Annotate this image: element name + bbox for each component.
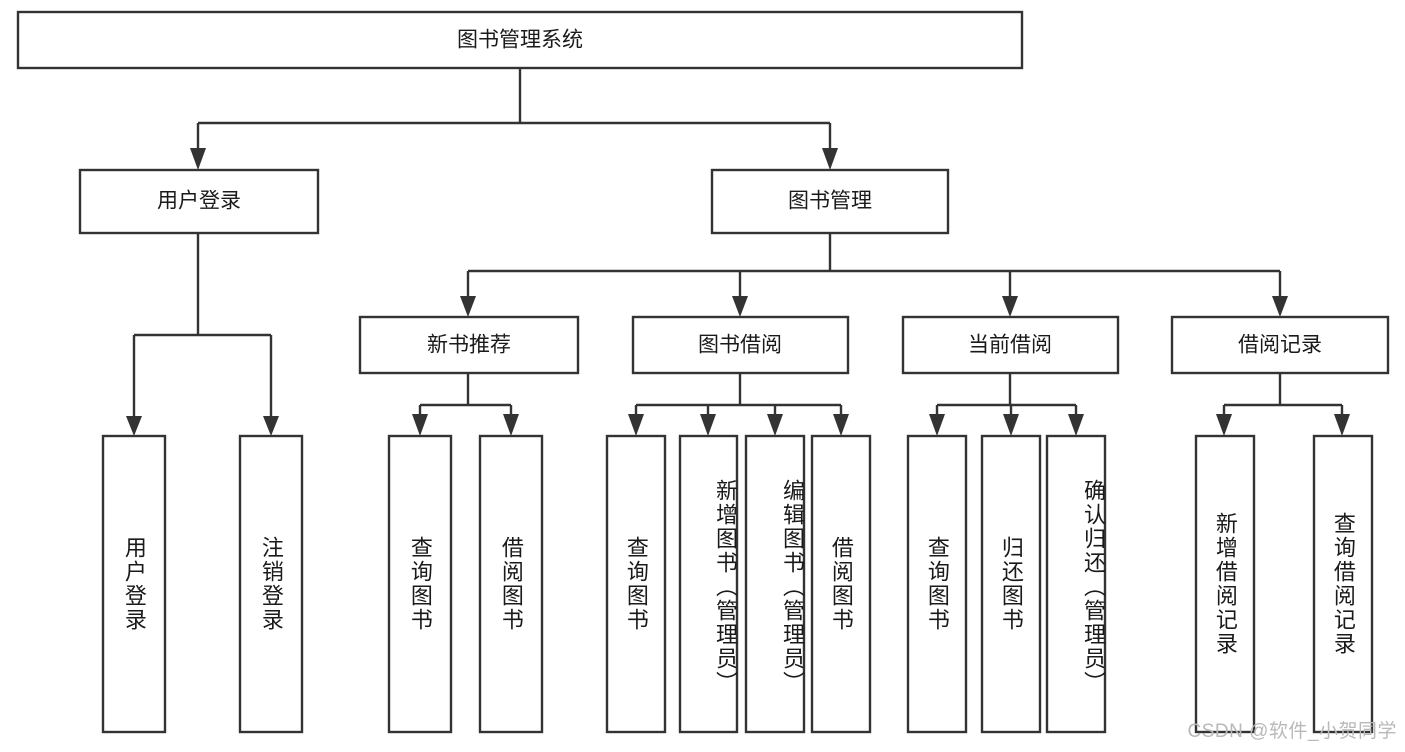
node-leaf-borrow-book-1-label: 借阅图书 <box>498 536 524 632</box>
arrow-head-leaf-borrow-book-1 <box>503 414 519 436</box>
node-new-book-recommend-label: 新书推荐 <box>427 334 511 357</box>
node-leaf-user-login-box[interactable] <box>101 434 167 734</box>
arrow-head-leaf-add-record <box>1216 414 1232 436</box>
node-borrow-record[interactable]: 借阅记录 <box>1170 315 1390 375</box>
connector-group-borrow-record <box>1216 373 1350 436</box>
node-borrow-record-label: 借阅记录 <box>1238 334 1322 357</box>
arrow-head-leaf-query-book-3 <box>929 414 945 436</box>
connector-group-new-book-recommend <box>412 373 519 436</box>
node-book-borrow-label: 图书借阅 <box>698 334 782 357</box>
node-leaf-query-book-1-label: 查询图书 <box>407 536 433 632</box>
node-leaf-edit-book-box[interactable] <box>744 434 806 734</box>
node-current-borrow-box[interactable] <box>901 315 1120 375</box>
node-book-manage[interactable]: 图书管理 <box>710 168 950 235</box>
arrow-head-leaf-edit-book <box>767 414 783 436</box>
node-book-borrow-box[interactable] <box>631 315 850 375</box>
node-leaf-user-logout-label: 注销登录 <box>258 536 284 632</box>
arrow-head-leaf-user-logout <box>263 416 279 436</box>
arrow-head-user-login <box>190 148 206 170</box>
node-leaf-add-book-label: 新增图书（管理员） <box>713 479 738 695</box>
node-user-login[interactable]: 用户登录 <box>78 168 320 235</box>
node-leaf-add-record-label: 新增借阅记录 <box>1212 512 1238 656</box>
node-new-book-recommend[interactable]: 新书推荐 <box>358 315 580 375</box>
node-root-label: 图书管理系统 <box>457 29 583 52</box>
arrow-head-leaf-return-book <box>1003 414 1019 436</box>
node-leaf-query-book-3-box[interactable] <box>906 434 968 734</box>
arrow-head-leaf-query-record <box>1334 414 1350 436</box>
node-root[interactable]: 图书管理系统 <box>16 10 1024 70</box>
node-book-manage-box[interactable] <box>710 168 950 235</box>
node-user-login-label: 用户登录 <box>157 190 241 213</box>
connector-group-book-borrow <box>628 373 849 436</box>
arrow-head-borrow-record <box>1272 296 1288 317</box>
node-leaf-confirm-return-label: 确认归还（管理员） <box>1081 479 1106 695</box>
node-leaf-borrow-book-2-label: 借阅图书 <box>828 536 854 632</box>
arrow-head-leaf-user-login <box>126 416 142 436</box>
arrow-head-current-borrow <box>1002 296 1018 317</box>
node-leaf-return-book-box[interactable] <box>980 434 1042 734</box>
node-leaf-add-book-box[interactable] <box>678 434 739 734</box>
node-leaf-borrow-book-2-box[interactable] <box>810 434 872 734</box>
node-root-box[interactable] <box>16 10 1024 70</box>
arrow-head-leaf-confirm-return <box>1068 414 1084 436</box>
node-leaf-borrow-book-1-box[interactable] <box>478 434 544 734</box>
arrow-head-book-manage <box>822 148 838 170</box>
arrow-head-book-borrow <box>732 296 748 317</box>
node-leaf-query-book-1-box[interactable] <box>387 434 453 734</box>
node-borrow-record-box[interactable] <box>1170 315 1390 375</box>
node-leaf-add-record-box[interactable] <box>1194 434 1256 734</box>
node-leaf-query-record-box[interactable] <box>1312 434 1374 734</box>
connector-group-book-manage <box>460 233 1288 317</box>
connector-group-current-borrow <box>929 373 1084 436</box>
node-leaf-return-book-label: 归还图书 <box>998 536 1024 632</box>
node-current-borrow-label: 当前借阅 <box>968 334 1052 357</box>
connector-group-user-login <box>126 233 279 436</box>
node-user-login-box[interactable] <box>78 168 320 235</box>
csdn-watermark: CSDN @软件_小贺同学 <box>1187 721 1397 742</box>
node-new-book-recommend-box[interactable] <box>358 315 580 375</box>
node-leaf-edit-book-label: 编辑图书（管理员） <box>780 479 805 695</box>
arrow-head-leaf-query-book-2 <box>628 414 644 436</box>
node-current-borrow[interactable]: 当前借阅 <box>901 315 1120 375</box>
node-leaf-query-book-2-label: 查询图书 <box>623 536 649 632</box>
node-leaf-user-logout-box[interactable] <box>238 434 304 734</box>
arrow-head-leaf-add-book <box>700 414 716 436</box>
node-leaf-query-book-2-box[interactable] <box>605 434 667 734</box>
connector-group-root <box>190 68 838 170</box>
node-leaf-user-login-label: 用户登录 <box>121 536 147 632</box>
arrow-head-new-book-recommend <box>460 296 476 317</box>
node-leaf-query-book-3-label: 查询图书 <box>924 536 950 632</box>
leaf-boxes-group <box>101 434 1374 734</box>
node-leaf-query-record-label: 查询借阅记录 <box>1330 512 1356 656</box>
node-book-manage-label: 图书管理 <box>788 190 872 213</box>
node-leaf-confirm-return-box[interactable] <box>1045 434 1107 734</box>
node-book-borrow[interactable]: 图书借阅 <box>631 315 850 375</box>
arrow-head-leaf-borrow-book-2 <box>833 414 849 436</box>
arrow-head-leaf-query-book-1 <box>412 414 428 436</box>
